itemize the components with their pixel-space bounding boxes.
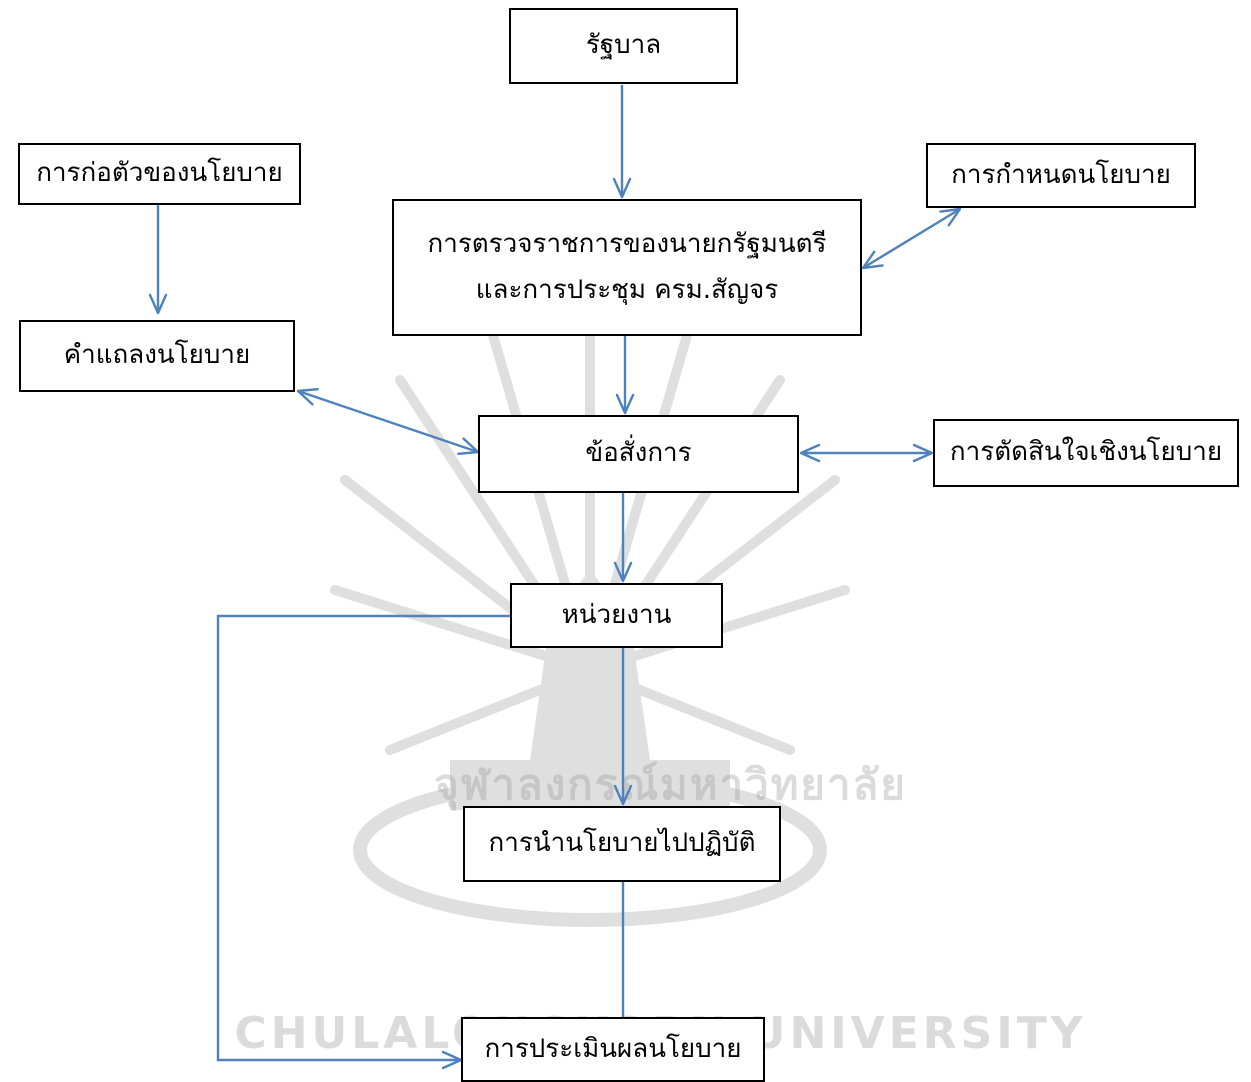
inspection-label-line1: การตรวจราชการของนายกรัฐมนตรี <box>427 229 827 259</box>
directive-label: ข้อสั่งการ <box>585 438 692 469</box>
government-label: รัฐบาล <box>585 30 662 61</box>
evaluation-label: การประเมินผลนโยบาย <box>484 1033 742 1064</box>
policy-statement-label: คำแถลงนโยบาย <box>63 340 251 371</box>
policy-decision-label: การตัดสินใจเชิงนโยบาย <box>949 437 1223 468</box>
directive-box: ข้อสั่งการ <box>478 415 799 493</box>
policy-formation-label: การก่อตัวของนโยบาย <box>36 158 283 189</box>
inspection-box: การตรวจราชการของนายกรัฐมนตรี และการประชุ… <box>392 199 862 336</box>
arrow-statement-directive <box>296 388 480 455</box>
agency-label: หน่วยงาน <box>561 599 672 630</box>
arrow-inspection-policysetting <box>861 207 962 270</box>
implementation-box: การนำนโยบายไปปฏิบัติ <box>463 806 781 882</box>
policy-formation-box: การก่อตัวของนโยบาย <box>18 143 301 205</box>
policy-setting-label: การกำหนดนโยบาย <box>951 159 1171 190</box>
agency-box: หน่วยงาน <box>510 583 723 648</box>
government-box: รัฐบาล <box>509 8 738 84</box>
policy-setting-box: การกำหนดนโยบาย <box>926 143 1196 208</box>
evaluation-box: การประเมินผลนโยบาย <box>461 1017 765 1082</box>
policy-statement-box: คำแถลงนโยบาย <box>19 320 295 392</box>
implementation-label: การนำนโยบายไปปฏิบัติ <box>488 828 756 859</box>
policy-decision-box: การตัดสินใจเชิงนโยบาย <box>933 419 1239 487</box>
watermark-thai-text: จุฬาลงกรณ์มหาวิทยาลัย <box>434 760 907 809</box>
arrow-agency-to-evaluation <box>216 614 510 1070</box>
inspection-label-line2: และการประชุม ครม.สัญจร <box>475 274 779 305</box>
